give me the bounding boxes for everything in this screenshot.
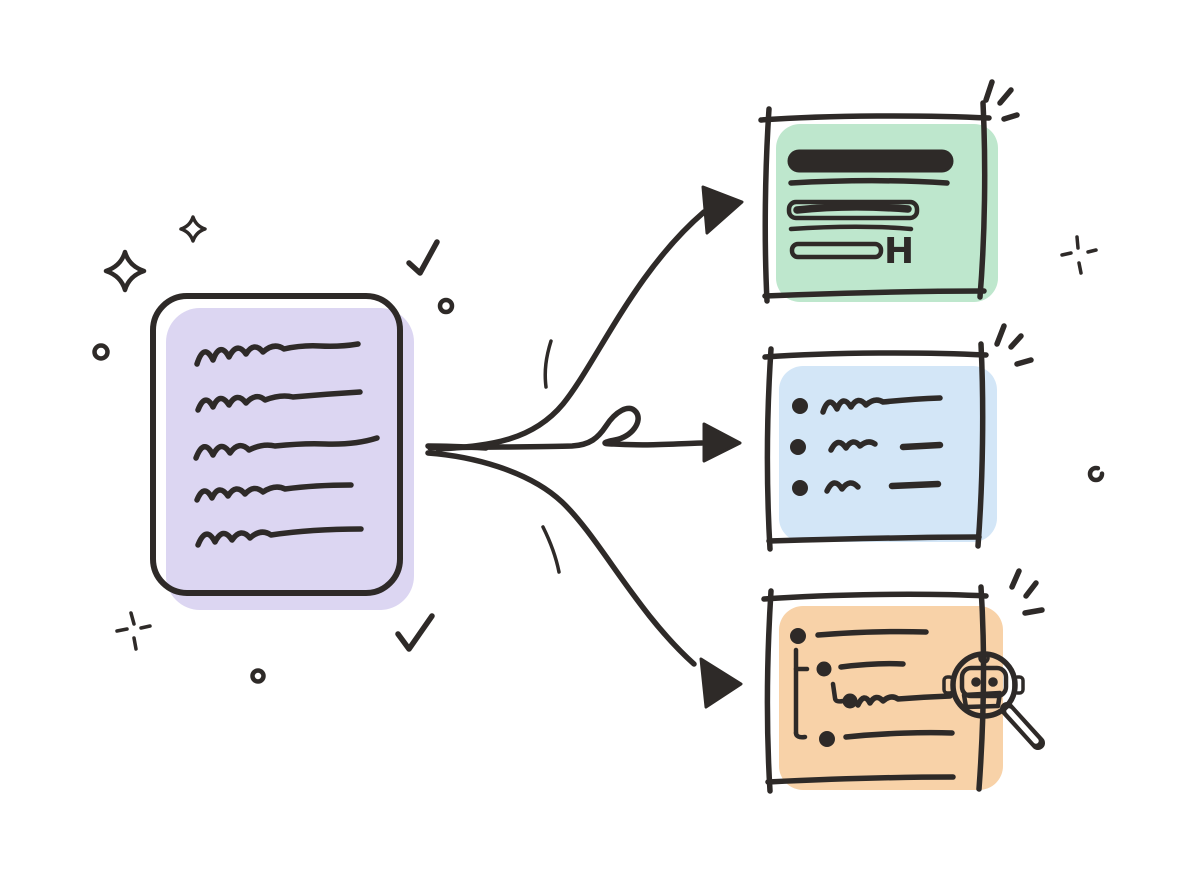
heading-marker-label: H — [884, 231, 914, 272]
handwritten-line — [194, 341, 361, 367]
robot-ear-left — [942, 675, 955, 695]
robot-eye-left — [971, 677, 981, 687]
burst-ray — [1022, 607, 1045, 616]
bullet-text-dash — [888, 480, 942, 490]
tree-item-line — [815, 628, 929, 638]
burst-ray — [997, 87, 1014, 106]
document-outline — [150, 293, 403, 596]
ai-analysis-card — [761, 584, 1045, 794]
heading-structure-card: H — [758, 100, 998, 304]
bullet-text-squiggle — [828, 439, 878, 453]
small-bar-outline — [789, 241, 884, 260]
accent-dash — [543, 339, 553, 389]
card-border-top — [761, 591, 989, 602]
robot-mouth — [961, 690, 1003, 710]
arrow-bottom-curve — [425, 450, 697, 667]
circle-doodle — [250, 668, 266, 684]
sparkle-star-icon — [179, 215, 207, 243]
burst-ray — [994, 323, 1007, 347]
burst-ray — [1077, 261, 1083, 275]
title-bar-filled — [787, 149, 954, 173]
circle-doodle — [437, 297, 455, 315]
checkmark-icon — [406, 239, 440, 276]
tree-item-line — [838, 660, 906, 670]
tree-item-dot — [816, 661, 832, 677]
tree-item-dot — [842, 693, 858, 709]
burst-ray — [1009, 568, 1022, 590]
circle-doodle — [1087, 465, 1105, 483]
burst-ray — [1001, 112, 1020, 122]
bullet-text-squiggle — [824, 480, 861, 494]
burst-ray — [115, 627, 129, 633]
bullet-dot — [792, 480, 808, 496]
burst-ray — [1075, 235, 1080, 250]
robot-magnifier-icon — [942, 651, 1045, 750]
handwritten-line — [195, 526, 364, 548]
arrowhead-top-icon — [701, 185, 744, 235]
source-document — [150, 293, 414, 610]
ray-burst-icon — [994, 323, 1034, 367]
tree-item-squiggle — [855, 693, 953, 708]
card-border-top — [758, 113, 992, 123]
bullet-dot — [790, 439, 806, 455]
tree-elbow-connector — [830, 681, 846, 704]
arrow-middle-loop — [427, 405, 705, 451]
burst-ray — [1008, 333, 1024, 350]
arrowhead-middle-icon — [702, 422, 742, 463]
decorations — [92, 79, 1105, 684]
bullet-list-card — [762, 341, 997, 552]
branch-arrows — [425, 185, 744, 709]
subtitle-bar-inner-fill — [793, 203, 912, 214]
burst-ray — [1060, 251, 1073, 257]
card-border-left — [764, 588, 774, 794]
tree-item-dot — [790, 628, 806, 644]
tree-item-dot — [819, 731, 835, 747]
bullet-dot — [792, 398, 808, 414]
magnifier-handle-inner — [1006, 708, 1039, 744]
burst-ray — [1086, 248, 1098, 254]
ray-burst-icon — [1009, 568, 1045, 616]
card-border-top — [762, 350, 989, 360]
text-rule — [788, 178, 950, 186]
bullet-text-dash — [899, 441, 944, 451]
list-card-fill — [779, 366, 997, 542]
burst-ray — [129, 611, 136, 626]
circle-doodle — [92, 343, 110, 361]
robot-antenna-dot — [978, 652, 990, 664]
arrowhead-bottom-icon — [699, 657, 743, 709]
plus-burst-icon — [115, 611, 152, 651]
handwritten-line — [194, 482, 354, 503]
sparkle-star-icon — [103, 249, 147, 293]
handwritten-line — [193, 435, 380, 461]
robot-eye-right — [988, 677, 998, 687]
card-border-right — [976, 584, 987, 792]
bullet-text-squiggle — [820, 395, 943, 415]
text-rule — [788, 224, 914, 232]
card-border-bottom — [766, 534, 982, 544]
subtitle-bar-outline — [786, 199, 920, 221]
card-border-right — [977, 100, 988, 300]
arrow-top-curve — [435, 209, 707, 452]
burst-ray — [139, 624, 152, 630]
handwritten-line — [195, 389, 363, 413]
card-border-bottom — [762, 288, 987, 299]
card-border-left — [762, 106, 772, 304]
burst-ray — [132, 636, 138, 651]
checkmark-icon — [395, 613, 435, 652]
tree-trunk-foot — [793, 730, 808, 740]
card-border-right — [975, 341, 986, 549]
card-border-bottom — [765, 774, 956, 785]
burst-ray — [1023, 580, 1039, 599]
robot-ear-right — [1012, 675, 1025, 695]
card-border-left — [764, 346, 774, 552]
plus-burst-icon — [1060, 235, 1098, 275]
burst-ray — [983, 79, 995, 103]
accent-dash — [541, 525, 561, 574]
ray-burst-icon — [983, 79, 1020, 122]
tree-item-line — [843, 729, 955, 740]
burst-ray — [1014, 357, 1034, 367]
